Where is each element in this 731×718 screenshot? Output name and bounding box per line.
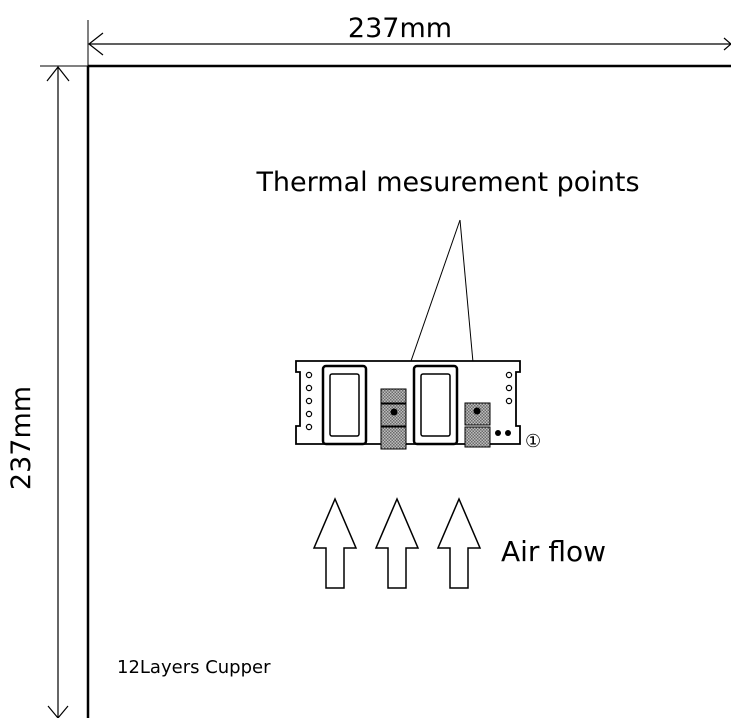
right-pin-holes: [505, 371, 513, 405]
inductor-left: [321, 364, 368, 446]
board-material-label: 12Layers Cupper: [117, 657, 271, 678]
airflow-arrows: [312, 497, 482, 589]
module-marker-label: ①: [525, 431, 541, 452]
inductor-right: [412, 364, 459, 446]
airflow-arrow-1: [312, 497, 358, 589]
measurement-point-2: [473, 407, 481, 415]
mosfet-stack-left: [380, 388, 407, 450]
width-dimension: 237mm: [87, 13, 731, 66]
airflow-label: Air flow: [501, 535, 606, 568]
mosfet-stack-right: [464, 402, 491, 448]
airflow-arrow-3: [436, 497, 482, 589]
small-component: [505, 430, 511, 436]
height-dimension-label: 237mm: [6, 386, 37, 490]
small-component: [495, 430, 501, 436]
width-dimension-label: 237mm: [348, 13, 452, 44]
measurement-point-1: [390, 408, 398, 416]
pcb-board-outline: [86, 64, 731, 718]
power-module: ①: [295, 360, 541, 452]
left-pin-holes: [305, 371, 313, 431]
airflow-arrow-2: [374, 497, 420, 589]
thermal-points-label: Thermal mesurement points: [255, 167, 639, 198]
height-dimension: 237mm: [6, 65, 88, 718]
